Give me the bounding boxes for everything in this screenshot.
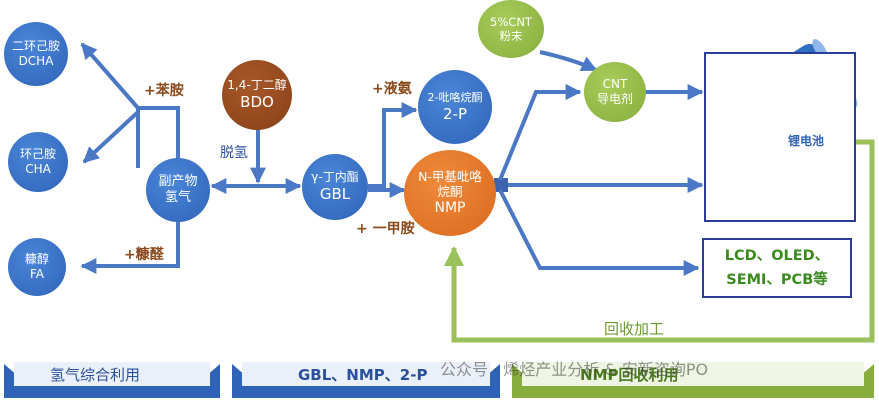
node-2p-cn: 2-吡咯烷酮 [427,90,483,104]
node-byproduct-line1: 副产物 [158,173,198,189]
node-bdo-en: BDO [240,93,274,112]
label-aniline: +苯胺 [144,83,184,99]
lithium-battery-box [704,52,856,222]
node-gbl-en: GBL [319,185,351,204]
node-dcha-cn: 二环己胺 [11,39,60,53]
node-fa: 糠醇 FA [8,238,66,296]
node-cnt-agent-line2: 导电剂 [596,92,633,106]
node-2p: 2-吡咯烷酮 2-P [418,70,492,144]
node-cnt-powder-line2: 粉末 [499,29,523,43]
nmp-junction [494,178,508,192]
label-recycle: 回收加工 [604,320,665,338]
label-lithium-battery: 锂电池 [788,134,825,148]
banner-right-text: NMP回收利用 [580,366,679,384]
node-byproduct-hydrogen: 副产物 氢气 [146,158,210,222]
banner-middle-text: GBL、NMP、2-P [298,366,428,384]
node-cha-en: CHA [25,162,51,176]
arrow-nmp-applications [498,189,700,276]
node-cha: 环己胺 CHA [8,132,68,192]
label-ammonia: +液氨 [372,81,412,97]
arrow-to-fa [80,222,180,274]
banner-middle-face [242,362,490,386]
node-2p-en: 2-P [442,104,467,123]
node-nmp: N-甲基吡咯 烷酮 NMP [404,150,496,236]
banner-left-text: 氢气综合利用 [50,366,141,384]
node-fa-cn: 糠醇 [24,252,49,266]
node-nmp-line3: NMP [434,199,466,216]
node-gbl: γ-丁内酯 GBL [302,154,368,220]
node-cnt-powder-line1: 5%CNT [490,14,532,29]
arrow-nmp-cnt [498,84,582,181]
label-methylamine: + 一甲胺 [356,221,415,237]
node-dcha-en: DCHA [18,54,54,68]
node-dcha: 二环己胺 DCHA [4,22,68,86]
applications-line1: LCD、OLED、 [724,248,830,264]
recycle-loop [444,139,875,343]
node-byproduct-line2: 氢气 [164,190,191,205]
node-cha-cn: 环己胺 [19,147,56,161]
applications-box: LCD、OLED、 SEMI、PCB等 [702,238,852,298]
arrow-to-dcha [80,42,140,110]
arrow-gbl-2p [368,102,418,188]
branch-trunk [136,106,180,168]
node-gbl-cn: γ-丁内酯 [311,170,359,185]
banner-right-face [522,362,864,386]
node-nmp-line1: N-甲基吡咯 [418,168,482,184]
banner-left-face [14,362,210,386]
node-bdo: 1,4-丁二醇 BDO [222,60,292,130]
node-fa-en: FA [29,267,44,281]
node-nmp-line2: 烷酮 [437,184,463,200]
watermark: 公众号 · 烯烃产业分析 & 安新咨询PO [440,360,709,379]
node-cnt-agent: CNT 导电剂 [584,62,646,122]
node-bdo-cn: 1,4-丁二醇 [227,78,287,93]
node-cnt-agent-line1: CNT [602,77,628,91]
label-furfural: +糠醛 [124,247,164,263]
arrow-to-cha [82,110,140,164]
arrow-powder-agent [539,50,598,72]
applications-line2: SEMI、PCB等 [726,272,828,288]
node-cnt-powder: 5%CNT 粉末 [478,0,544,58]
label-dehydrogenation: 脱氢 [220,145,248,161]
